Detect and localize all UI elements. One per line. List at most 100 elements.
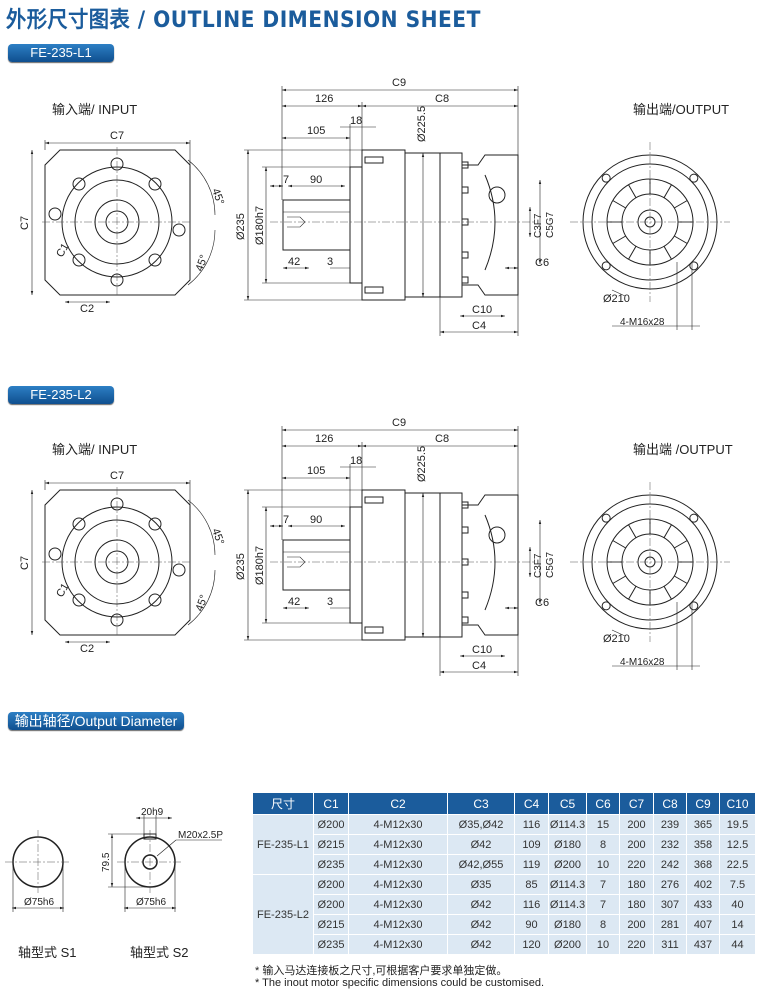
body-ring xyxy=(404,152,441,298)
screw-head xyxy=(461,161,469,169)
angle-arc xyxy=(187,569,216,626)
spoke xyxy=(628,184,637,199)
angle-arc xyxy=(187,229,216,286)
output-housing xyxy=(461,154,519,296)
table-cell: 10 xyxy=(586,854,620,875)
table-cell: 90 xyxy=(514,914,549,935)
dim-225-label: Ø225.5 xyxy=(416,106,428,142)
angle-45-label: 45° xyxy=(209,187,226,207)
dim-126-label: 126 xyxy=(315,93,333,105)
c7-side-label: C7 xyxy=(19,216,31,230)
table-cell: 44 xyxy=(719,934,756,955)
table-cell: Ø42 xyxy=(447,914,515,935)
table-cell: Ø200 xyxy=(548,934,587,955)
table-cell: 200 xyxy=(619,914,654,935)
table-cell: 281 xyxy=(653,914,687,935)
table-cell: 4-M12x30 xyxy=(348,834,448,855)
mount-hole xyxy=(689,173,699,183)
spoke xyxy=(612,540,627,549)
table-cell: Ø114.3 xyxy=(548,874,587,895)
input-view-label: 输入端/ INPUT xyxy=(52,102,137,117)
column-header: 尺寸 xyxy=(252,792,314,815)
shaft-diameter-label: Ø75h6 xyxy=(24,897,54,908)
c7-side-label: C7 xyxy=(19,556,31,570)
c8-label: C8 xyxy=(435,433,449,445)
body-ring-2 xyxy=(439,492,463,638)
bolt-hole xyxy=(72,593,86,607)
mount-hole xyxy=(601,601,611,611)
bolt xyxy=(364,286,384,294)
table-cell: Ø200 xyxy=(313,814,349,835)
c5-label: C5G7 xyxy=(545,211,556,238)
c10-label: C10 xyxy=(472,304,492,316)
table-cell: 8 xyxy=(586,914,620,935)
screw-head xyxy=(461,501,469,509)
table-cell: 311 xyxy=(653,934,687,955)
table-cell: 4-M12x30 xyxy=(348,814,448,835)
bolt-hole xyxy=(172,223,186,237)
table-cell: 242 xyxy=(653,854,687,875)
bolt-spec-label: 4-M16x28 xyxy=(620,657,665,668)
spoke xyxy=(673,540,688,549)
bolt-hole xyxy=(48,207,62,221)
table-cell: 276 xyxy=(653,874,687,895)
housing-port xyxy=(488,186,506,204)
bolt-hole xyxy=(148,253,162,267)
bolt xyxy=(364,496,384,504)
input-flange-outline xyxy=(44,149,191,296)
table-cell: 116 xyxy=(514,814,549,835)
table-cell: Ø200 xyxy=(548,854,587,875)
keyway xyxy=(143,833,157,840)
table-cell: 7 xyxy=(586,874,620,895)
table-cell: Ø215 xyxy=(313,914,349,935)
dim-18-label: 18 xyxy=(350,115,362,127)
c5-label: C5G7 xyxy=(545,551,556,578)
table-cell: Ø235 xyxy=(313,934,349,955)
spoke xyxy=(612,235,627,244)
dim-105-label: 105 xyxy=(307,125,325,137)
table-cell: 232 xyxy=(653,834,687,855)
table-cell: 180 xyxy=(619,874,654,895)
table-cell: 365 xyxy=(686,814,720,835)
input-flange-outline xyxy=(44,489,191,636)
c3-label: C3F7 xyxy=(533,213,544,238)
table-cell: 7.5 xyxy=(719,874,756,895)
spoke xyxy=(673,235,688,244)
note-english: * The inout motor specific dimensions co… xyxy=(255,977,544,989)
dim-235-label: Ø235 xyxy=(235,213,247,240)
screw-head xyxy=(461,251,469,259)
column-header: C5 xyxy=(548,792,587,815)
column-header: C8 xyxy=(653,792,687,815)
bolt-hole xyxy=(148,177,162,191)
table-cell: 433 xyxy=(686,894,720,915)
table-cell: 437 xyxy=(686,934,720,955)
model-cell: FE-235-L2 xyxy=(252,874,314,955)
c9-label: C9 xyxy=(392,417,406,429)
column-header: C3 xyxy=(447,792,515,815)
table-cell: 7 xyxy=(586,894,620,915)
table-cell: 4-M12x30 xyxy=(348,874,448,895)
table-cell: 220 xyxy=(619,854,654,875)
table-cell: 120 xyxy=(514,934,549,955)
dim-3-label: 3 xyxy=(327,596,333,608)
table-cell: 200 xyxy=(619,814,654,835)
bolt-spec-label: 4-M16x28 xyxy=(620,317,665,328)
column-header: C6 xyxy=(586,792,620,815)
c6-label: C6 xyxy=(535,597,549,609)
angle-arc xyxy=(187,159,216,216)
dim-3-label: 3 xyxy=(327,256,333,268)
table-cell: 119 xyxy=(514,854,549,875)
input-view-label: 输入端/ INPUT xyxy=(52,442,137,457)
column-header: C9 xyxy=(686,792,720,815)
shoulder xyxy=(349,506,363,624)
line xyxy=(611,289,626,297)
table-cell: Ø114.3 xyxy=(548,894,587,915)
c2-label: C2 xyxy=(80,643,94,655)
mount-hole xyxy=(601,513,611,523)
screw-head xyxy=(461,186,469,194)
thread-label: M20x2.5P xyxy=(178,830,223,841)
table-cell: 4-M12x30 xyxy=(348,854,448,875)
